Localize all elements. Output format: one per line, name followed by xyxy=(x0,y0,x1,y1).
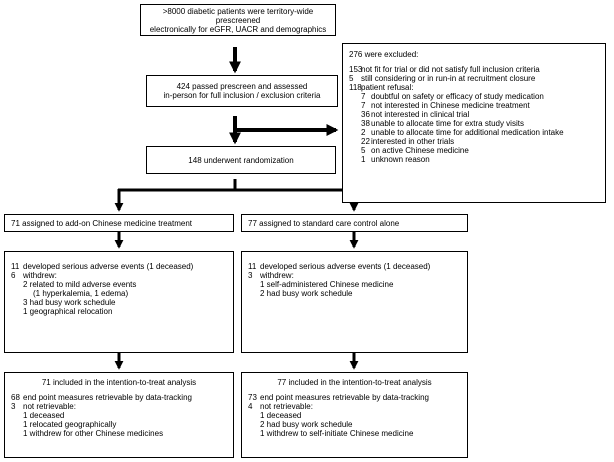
assessed-box: 424 passed prescreen and assessed in-per… xyxy=(146,75,338,107)
right-not-retrievable-item: 1 deceased xyxy=(260,411,302,420)
assessed-line2: in-person for full inclusion / exclusion… xyxy=(163,91,321,100)
left-itt-title: 71 included in the intention-to-treat an… xyxy=(41,378,197,387)
right-itt-title: 77 included in the intention-to-treat an… xyxy=(277,378,432,387)
right-withdrew-item: 1 self-administered Chinese medicine xyxy=(260,280,394,289)
left-not-retrievable-item: 1 deceased xyxy=(23,411,65,420)
left-itt-box: 71 included in the intention-to-treat an… xyxy=(4,372,234,458)
left-withdrew-item: 3 had busy work schedule xyxy=(23,298,116,307)
left-not-retrievable-item: 1 withdrew for other Chinese medicines xyxy=(23,429,164,438)
left-assigned-box: 71 assigned to add-on Chinese medicine t… xyxy=(4,214,234,232)
left-withdrew-item: (1 hyperkalemia, 1 edema) xyxy=(33,289,129,298)
excluded-title: 276 were excluded: xyxy=(349,50,419,59)
prescreen-box: >8000 diabetic patients were territory-w… xyxy=(140,4,336,36)
left-assigned-label: 71 assigned to add-on Chinese medicine t… xyxy=(11,219,192,228)
right-withdrew-item: 2 had busy work schedule xyxy=(260,289,353,298)
prescreen-line2: electronically for eGFR, UACR and demogr… xyxy=(149,24,327,34)
assessed-line1: 424 passed prescreen and assessed xyxy=(176,82,308,91)
right-not-retrievable-item: 2 had busy work schedule xyxy=(260,420,353,429)
right-assigned-label: 77 assigned to standard care control alo… xyxy=(248,219,400,228)
left-withdrew-item: 1 geographical relocation xyxy=(23,307,113,316)
right-assigned-box: 77 assigned to standard care control alo… xyxy=(241,214,468,232)
left-not-retrievable-item: 1 relocated geographically xyxy=(23,420,117,429)
right-not-retrievable-item: 1 withdrew to self-initiate Chinese medi… xyxy=(260,429,414,438)
prescreen-line1: >8000 diabetic patients were territory-w… xyxy=(162,6,314,25)
right-itt-box: 77 included in the intention-to-treat an… xyxy=(241,372,468,458)
randomized-box: 148 underwent randomization xyxy=(146,146,336,174)
left-withdrew-item: 2 related to mild adverse events xyxy=(23,280,137,289)
randomized-label: 148 underwent randomization xyxy=(188,155,294,165)
